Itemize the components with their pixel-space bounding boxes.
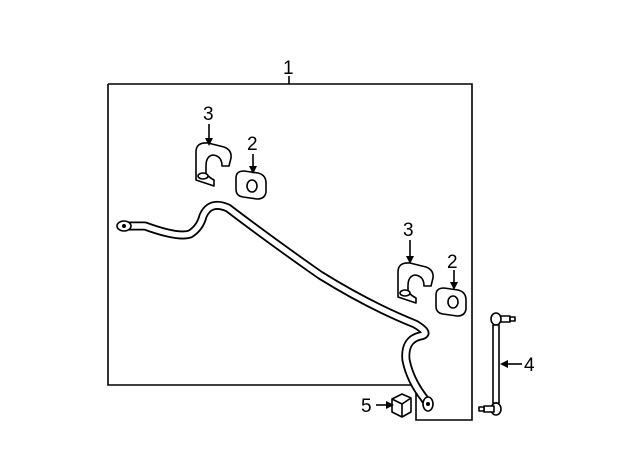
callout-5: 5 [361,396,372,417]
arrow-5 [386,401,394,409]
arrow-2b [450,282,458,290]
callout-4: 4 [524,355,535,376]
stabilizer-link [478,312,516,416]
bushing-upper [235,170,267,200]
callout-2a: 2 [247,134,258,155]
arrow-2a [249,166,257,174]
bushing-lower [435,287,467,317]
stabilizer-bar [116,200,434,412]
callout-3a: 3 [203,104,214,125]
callout-3b: 3 [403,220,414,241]
callout-2b: 2 [447,252,458,273]
arrow-3b [406,256,414,264]
callout-1: 1 [283,58,294,79]
bracket-lower [397,262,434,304]
bracket-upper [195,142,232,187]
arrow-3a [205,138,213,146]
arrow-4 [500,360,508,368]
nut [391,393,412,418]
assembly-frame [107,83,473,421]
